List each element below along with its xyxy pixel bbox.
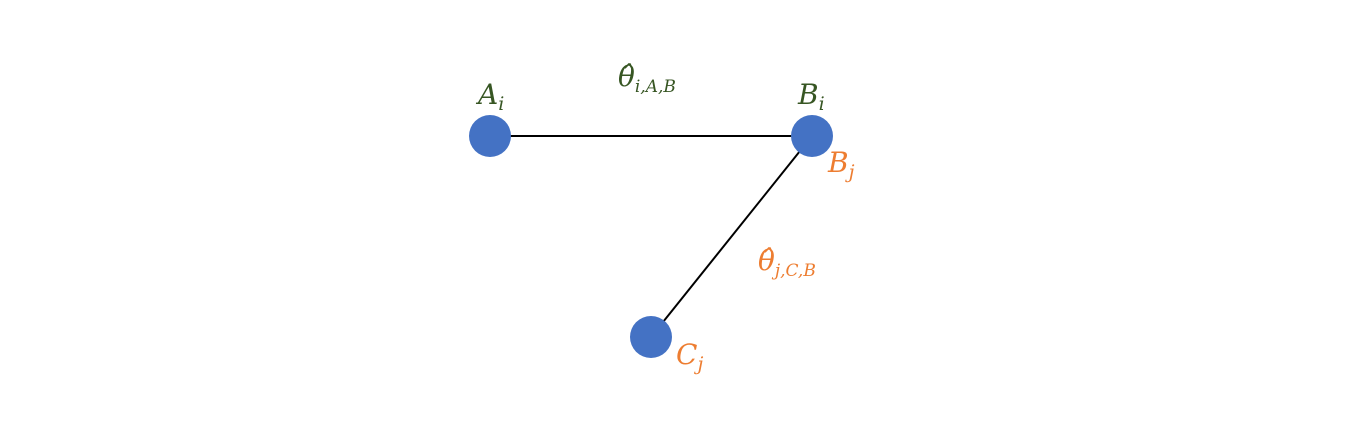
node-label-b-j-base: B: [827, 146, 849, 179]
node-b: [791, 115, 833, 157]
angle-label-theta-j-base: θ̂: [758, 244, 775, 277]
node-label-b-j: Bj: [827, 146, 855, 183]
node-label-b-i-sub: i: [819, 93, 825, 115]
angle-label-theta-j-sub: j,C,B: [771, 261, 816, 281]
node-label-a: Ai: [475, 78, 504, 115]
edge-b-c: [650, 135, 813, 338]
node-label-a-base: A: [475, 78, 498, 111]
node-label-a-sub: i: [498, 93, 504, 115]
angle-label-theta-i: θ̂i,A,B: [618, 60, 676, 97]
node-label-c: Cj: [676, 338, 703, 375]
node-c: [630, 316, 672, 358]
node-label-c-sub: j: [693, 353, 703, 375]
node-label-b-i-base: B: [797, 78, 819, 111]
angle-label-theta-i-base: θ̂: [618, 60, 635, 93]
node-a: [469, 115, 511, 157]
node-label-b-j-sub: j: [845, 161, 855, 183]
angle-label-theta-i-sub: i,A,B: [635, 77, 676, 97]
angle-label-theta-j: θ̂j,C,B: [758, 244, 816, 281]
node-label-b-i: Bi: [797, 78, 825, 115]
node-label-c-base: C: [676, 338, 697, 371]
